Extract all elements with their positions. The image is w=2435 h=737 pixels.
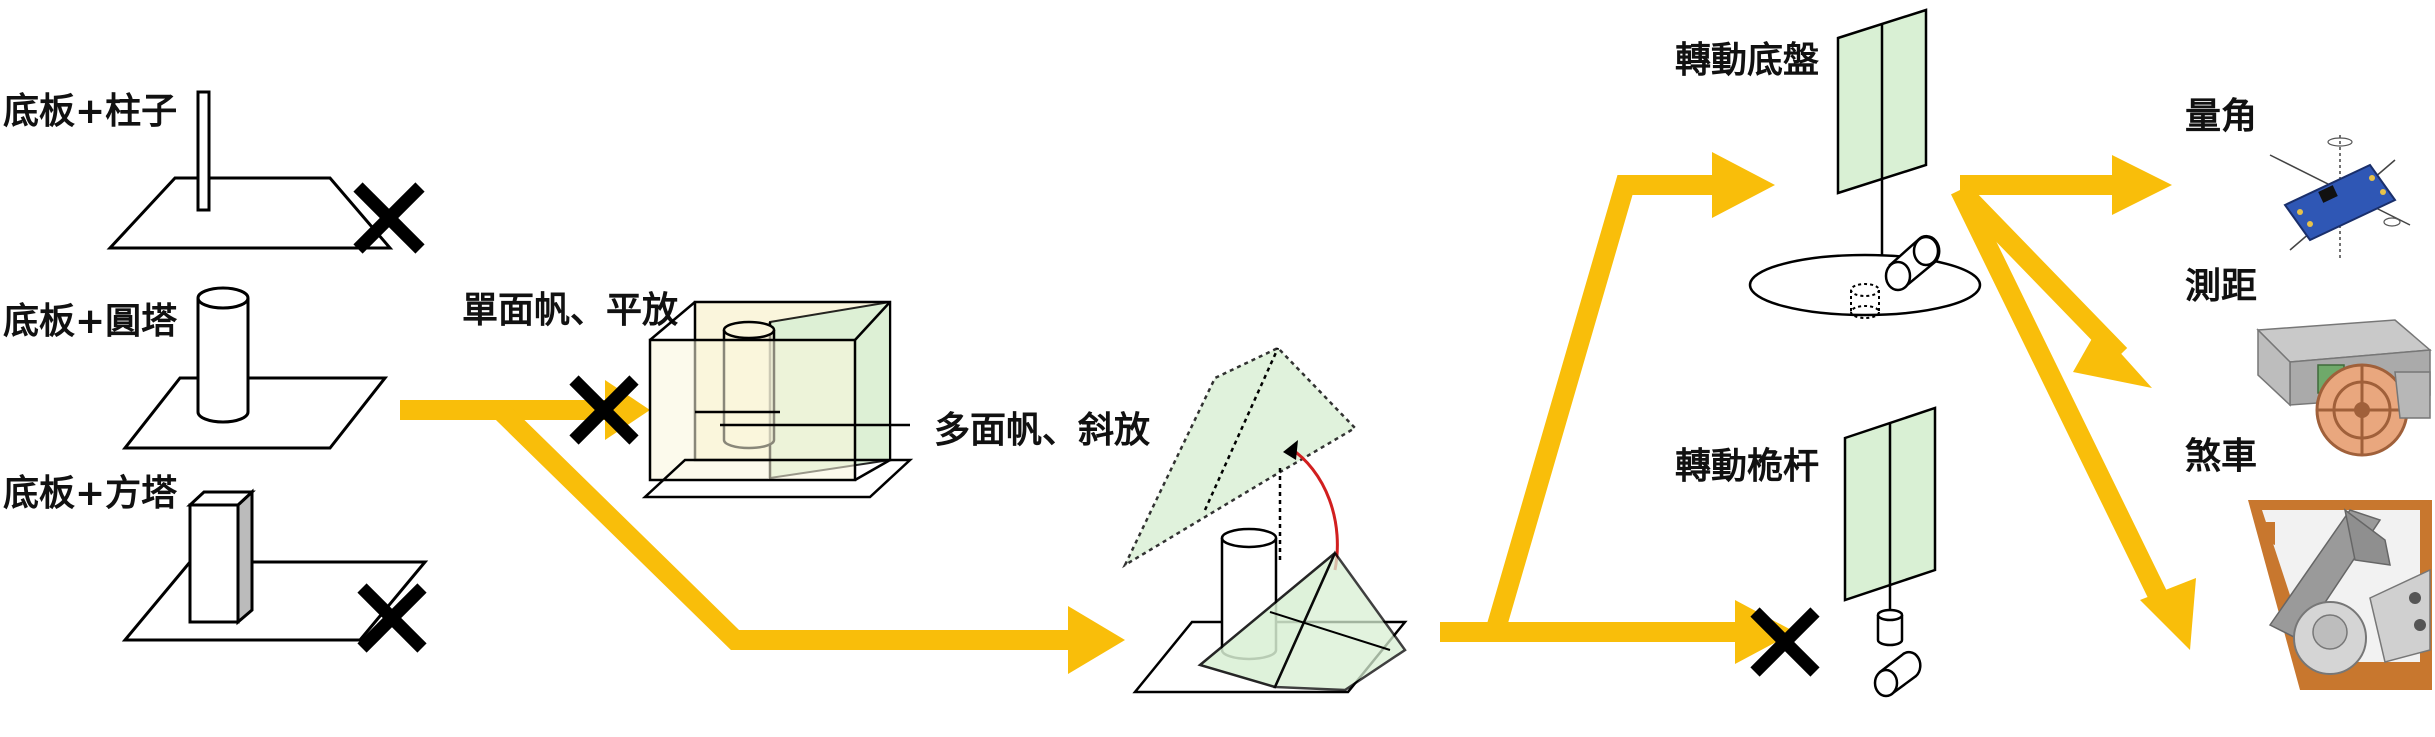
cylinder-top: [196, 286, 250, 310]
pole: [196, 90, 211, 212]
motor: [1884, 235, 1941, 292]
label-rotating-mast: 轉動桅杆: [1675, 445, 1819, 487]
base-round-tower-design: 底板+圓塔: [3, 286, 389, 450]
reject-x-icon: [353, 182, 425, 254]
reject-x-icon: [1750, 607, 1820, 677]
rotation-arc-head: [1283, 440, 1298, 460]
label-angle-measure: 量角: [2185, 96, 2257, 137]
arrowhead-multi-sail: [1068, 606, 1125, 674]
cylinder-tower: [196, 298, 250, 424]
distance-sensor-icon: [2256, 319, 2432, 457]
tilted-sail-right: [1273, 550, 1407, 692]
label-base-square-tower: 底板+方塔: [3, 473, 178, 514]
brake-item: 煞車: [2185, 436, 2432, 690]
arrowhead-rotating-chassis: [1712, 152, 1775, 218]
base-pole-design: 底板+柱子: [3, 90, 425, 254]
square-tower-side: [236, 488, 254, 626]
flow-arrows: [400, 152, 2196, 674]
multi-sail-tilted-design: 多面帆、斜放: [934, 346, 1408, 694]
arrowhead-distance: [2073, 328, 2152, 388]
label-multi-sail-tilted: 多面帆、斜放: [934, 410, 1150, 451]
single-sail-flat-design: 單面帆、平放: [462, 290, 914, 499]
distance-measure-item: 測距: [2185, 266, 2432, 457]
label-base-pole: 底板+柱子: [3, 91, 177, 132]
label-distance-measure: 測距: [2185, 266, 2257, 307]
arrow-to-multi-sail: [493, 402, 1080, 650]
arrowhead-angle: [2112, 155, 2172, 215]
label-single-sail-flat: 單面帆、平放: [462, 290, 678, 331]
base-square-tower-design: 底板+方塔: [3, 473, 429, 653]
box-base: [641, 458, 914, 499]
label-base-round-tower: 底板+圓塔: [3, 301, 178, 342]
angle-measure-item: 量角: [2185, 96, 2411, 260]
square-tower-front: [188, 503, 240, 624]
brake-mechanism-icon: [2248, 500, 2432, 690]
reject-x-icon: [357, 583, 427, 653]
base-plate: [121, 376, 389, 450]
rotating-chassis-design: 轉動底盤: [1675, 8, 1982, 319]
arrowhead-rotating-mast: [1735, 600, 1795, 664]
reject-x-icon: [569, 375, 639, 445]
rotating-mast-design: 轉動桅杆: [1675, 406, 1937, 698]
arrow-to-distance: [1952, 183, 2128, 362]
rotation-arc: [1289, 446, 1339, 571]
label-rotating-chassis: 轉動底盤: [1675, 40, 1819, 81]
label-brake: 煞車: [2185, 436, 2257, 477]
arrowhead-brake: [2140, 578, 2196, 650]
shaft-dashed: [1850, 283, 1880, 319]
imu-sensor-icon: [2269, 135, 2411, 260]
motor: [1873, 608, 1922, 698]
arrow-to-brake: [1951, 185, 2174, 615]
ghost-sail: [1122, 346, 1357, 569]
arrow-to-rotating-chassis: [1440, 175, 1720, 642]
base-plate: [106, 176, 394, 250]
